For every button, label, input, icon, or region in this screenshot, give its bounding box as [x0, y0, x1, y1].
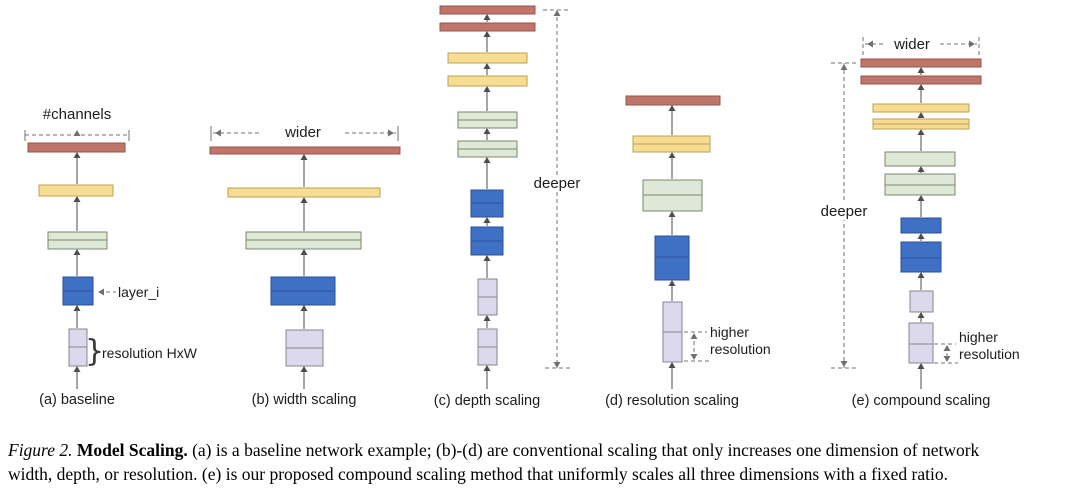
- arrowhead: [73, 366, 81, 372]
- caption-figure-label: Figure 2.: [8, 440, 73, 460]
- layer-box-red: [439, 22, 536, 32]
- arrowhead: [668, 211, 676, 217]
- deeper-label-e: deeper: [815, 203, 873, 220]
- arrowhead: [917, 84, 925, 90]
- arrowhead: [917, 67, 925, 73]
- arrowhead: [969, 40, 975, 48]
- layer-i-label: layer_i: [118, 284, 160, 300]
- arrowhead: [553, 362, 561, 368]
- layer-box-blue: [654, 235, 690, 281]
- arrowhead: [483, 157, 491, 163]
- arrowhead: [73, 249, 81, 255]
- subcaption-e: (e) compound scaling: [851, 393, 991, 409]
- arrowhead: [483, 86, 491, 92]
- arrowhead: [917, 195, 925, 201]
- layer-box-red: [209, 146, 401, 155]
- arrowhead: [840, 361, 848, 367]
- layer-box-red: [439, 5, 536, 15]
- layer-box-purple: [909, 290, 934, 313]
- layer-box-yellow: [227, 187, 381, 198]
- arrowhead: [483, 315, 491, 321]
- arrowhead: [668, 105, 676, 111]
- subcaption-d: (d) resolution scaling: [605, 393, 739, 409]
- higher-resolution-label-e: higher resolution: [959, 329, 1020, 362]
- caption-line1: Figure 2. Model Scaling. (a) is a baseli…: [8, 438, 1076, 462]
- arrowhead: [917, 112, 925, 118]
- layer-box-blue: [900, 241, 942, 273]
- layer-box-red: [860, 58, 982, 68]
- arrowhead: [917, 166, 925, 172]
- wider-label-b: wider: [285, 124, 321, 141]
- arrowhead: [917, 129, 925, 135]
- arrowhead: [668, 280, 676, 286]
- arrowhead: [668, 152, 676, 158]
- arrowhead: [300, 366, 308, 372]
- higher-resolution-label-d: higher resolution: [710, 324, 771, 357]
- arrowhead: [483, 255, 491, 261]
- arrowhead: [388, 129, 394, 137]
- arrowhead: [483, 14, 491, 20]
- arrowhead: [840, 64, 848, 70]
- arrowhead: [73, 305, 81, 311]
- arrowhead: [483, 63, 491, 69]
- arrowhead: [917, 312, 925, 318]
- arrowhead: [483, 365, 491, 371]
- arrowhead: [483, 128, 491, 134]
- arrowhead: [943, 345, 951, 351]
- arrowhead: [690, 354, 698, 360]
- arrowhead: [867, 40, 873, 48]
- layer-box-red: [27, 142, 126, 153]
- arrowhead: [300, 249, 308, 255]
- arrowhead: [73, 130, 81, 136]
- arrowhead: [943, 356, 951, 362]
- channels-label: #channels: [42, 106, 112, 123]
- layer-box-red: [860, 75, 982, 85]
- arrowhead: [917, 272, 925, 278]
- layer-box-yellow: [447, 75, 528, 87]
- caption-line2: width, depth, or resolution. (e) is our …: [8, 464, 948, 484]
- arrowhead: [917, 233, 925, 239]
- arrowhead: [483, 217, 491, 223]
- caption-title: Model Scaling.: [76, 440, 188, 460]
- subcaption-a: (a) baseline: [39, 392, 115, 408]
- arrowhead: [300, 197, 308, 203]
- resolution-brace: }: [85, 334, 105, 369]
- resolution-hxw-label: resolution HxW: [102, 345, 197, 361]
- layer-box-green: [884, 151, 956, 167]
- arrowhead: [690, 333, 698, 339]
- arrowhead: [215, 129, 221, 137]
- subcaption-b: (b) width scaling: [251, 392, 357, 408]
- layer-box-purple: [908, 322, 934, 364]
- arrowhead: [73, 196, 81, 202]
- wider-label-e: wider: [894, 36, 930, 53]
- arrowhead: [917, 363, 925, 369]
- layer-box-yellow: [38, 184, 114, 197]
- arrowhead: [300, 154, 308, 160]
- layer-box-blue: [900, 217, 942, 234]
- arrowhead: [98, 288, 104, 296]
- arrowhead: [668, 362, 676, 368]
- layer-box-yellow: [447, 52, 528, 64]
- caption-line1-rest: (a) is a baseline network example; (b)-(…: [192, 440, 980, 460]
- deeper-label-c: deeper: [528, 175, 586, 192]
- arrowhead: [73, 152, 81, 158]
- layer-box-yellow: [872, 103, 970, 113]
- arrowhead: [300, 305, 308, 311]
- arrowhead: [553, 10, 561, 16]
- layer-box-red: [625, 95, 721, 106]
- figure-caption: Figure 2. Model Scaling. (a) is a baseli…: [8, 438, 1076, 486]
- arrowhead: [483, 31, 491, 37]
- subcaption-c: (c) depth scaling: [433, 393, 541, 409]
